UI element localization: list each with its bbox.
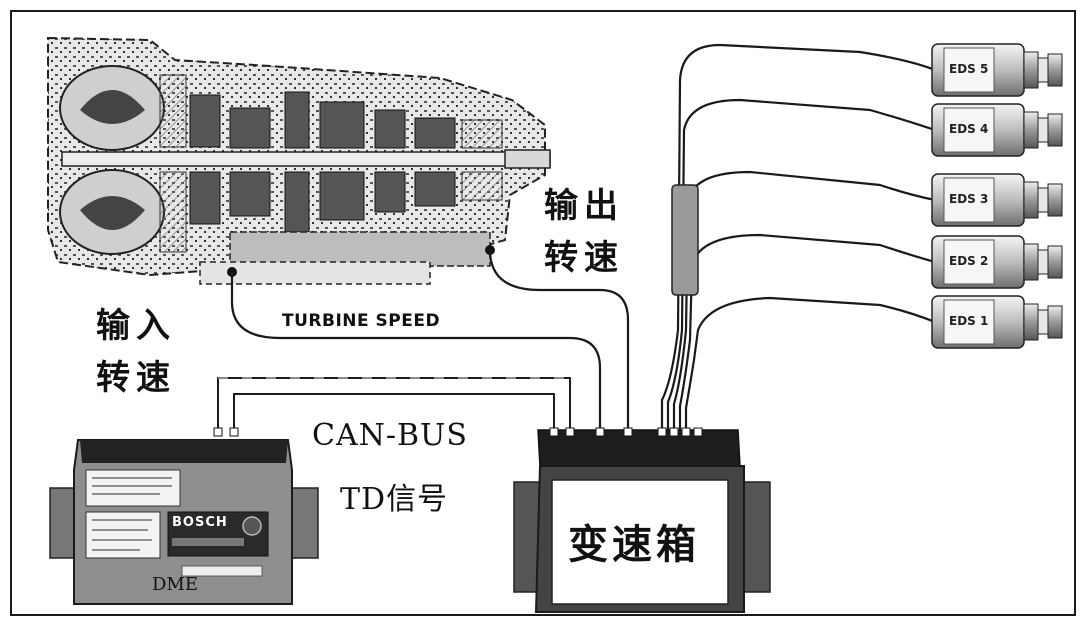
output-speed-line2: 转速: [544, 232, 624, 284]
harness-bundle: [672, 185, 698, 295]
solenoid-label: EDS 1: [949, 314, 988, 328]
input-speed-line1: 输入: [96, 300, 176, 352]
solenoid-label: EDS 3: [949, 192, 988, 206]
input-speed-line2: 转速: [96, 352, 176, 404]
valve-body: [230, 232, 490, 266]
turbine-speed-label: TURBINE SPEED: [282, 311, 440, 331]
gearbox-label: 变速箱: [568, 512, 700, 570]
solenoid-label: EDS 2: [949, 254, 988, 268]
dme-label: DME: [152, 574, 198, 595]
input-speed-label: 输入 转速: [96, 300, 176, 404]
dme-label-plate: [86, 470, 180, 506]
output-shaft: [505, 150, 550, 168]
output-speed-line1: 输出: [544, 180, 624, 232]
solenoid-label: EDS 5: [949, 62, 988, 76]
main-shaft: [62, 152, 550, 166]
td-signal-label: TD信号: [340, 474, 448, 518]
output-speed-label: 输出 转速: [544, 180, 624, 284]
solenoid-label: EDS 4: [949, 122, 988, 136]
transmission-housing: [48, 38, 550, 284]
can-bus-label: CAN-BUS: [312, 418, 468, 453]
bosch-logo-text: BOSCH: [172, 515, 228, 530]
